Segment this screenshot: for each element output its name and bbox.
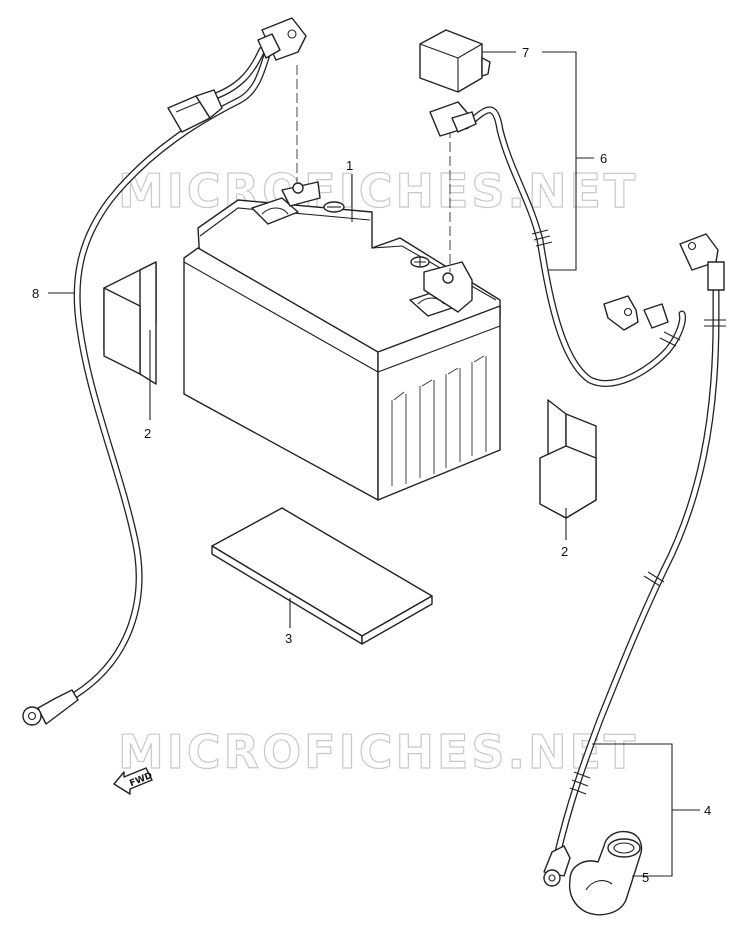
bracket-plate-right-part-2 bbox=[539, 399, 597, 519]
negative-cable-part-4 bbox=[543, 233, 726, 887]
callout-1: 1 bbox=[346, 158, 353, 173]
battery-pad-part-3 bbox=[211, 507, 433, 645]
watermark-bottom: MICROFICHES.NET bbox=[118, 725, 638, 779]
bracket-plate-left-part-2 bbox=[103, 261, 157, 385]
callout-7: 7 bbox=[522, 45, 529, 60]
harness-ring-terminal bbox=[22, 689, 79, 726]
positive-cable-part-6 bbox=[429, 101, 686, 387]
callout-4: 4 bbox=[704, 803, 711, 818]
leader-lines bbox=[48, 51, 700, 877]
watermark-top: MICROFICHES.NET bbox=[118, 164, 638, 218]
callout-6: 6 bbox=[600, 151, 607, 166]
callout-8: 8 bbox=[32, 286, 39, 301]
battery-part-1 bbox=[183, 181, 501, 501]
harness-connector bbox=[167, 89, 223, 133]
rubber-boot-part-5 bbox=[568, 830, 643, 916]
callout-5: 5 bbox=[642, 870, 649, 885]
callout-2-right: 2 bbox=[561, 544, 568, 559]
harness-bracket bbox=[257, 17, 307, 61]
harness-cable-part-8 bbox=[22, 17, 307, 726]
callout-3: 3 bbox=[285, 631, 292, 646]
callout-2-left: 2 bbox=[144, 426, 151, 441]
terminal-cap-part-7 bbox=[419, 29, 491, 93]
